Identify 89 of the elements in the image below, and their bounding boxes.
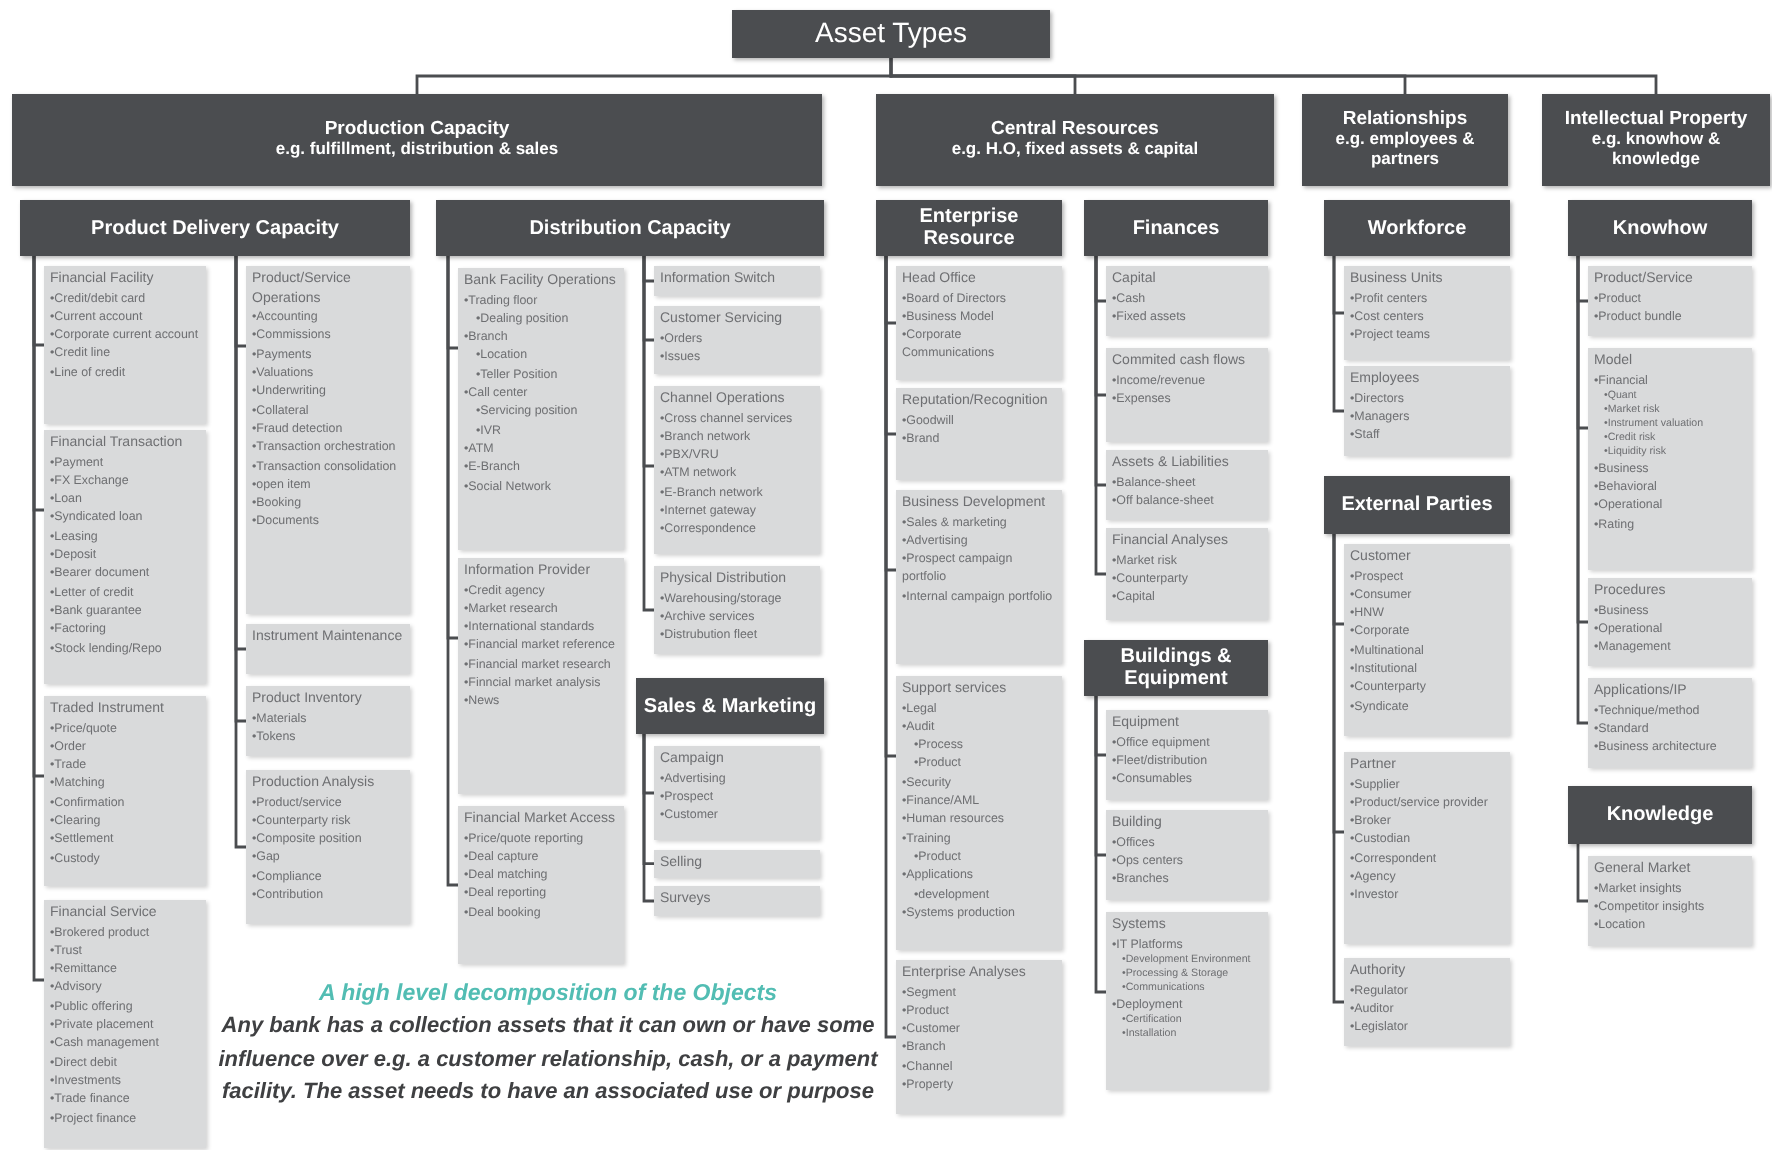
asset-card bbox=[1588, 266, 1752, 336]
connector-line bbox=[32, 256, 44, 982]
caption-heading: A high level decomposition of the Objects bbox=[316, 980, 779, 1010]
asset-card bbox=[44, 266, 206, 424]
asset-card bbox=[896, 676, 1062, 950]
asset-card bbox=[44, 430, 206, 684]
header-subtitle: e.g. fulfillment, distribution & sales bbox=[275, 140, 559, 161]
connector-line bbox=[1332, 256, 1344, 413]
asset-card bbox=[246, 266, 410, 614]
header-title: Central Resources bbox=[991, 119, 1159, 141]
asset-card bbox=[1344, 544, 1510, 736]
asset-card bbox=[654, 850, 820, 878]
asset-card bbox=[1588, 578, 1752, 666]
category-header bbox=[876, 94, 1274, 186]
header-title: Production Capacity bbox=[324, 119, 510, 141]
asset-card bbox=[246, 686, 410, 756]
header-title: Buildings & Equipment bbox=[1118, 646, 1234, 690]
category-header bbox=[1568, 200, 1752, 256]
asset-card bbox=[896, 388, 1062, 480]
connector-line bbox=[642, 256, 654, 612]
category-header bbox=[732, 10, 1050, 58]
asset-card bbox=[246, 624, 410, 674]
category-header bbox=[636, 678, 824, 734]
asset-card bbox=[458, 268, 624, 550]
connector-line bbox=[884, 256, 896, 1039]
category-header bbox=[436, 200, 824, 256]
asset-card bbox=[654, 566, 820, 654]
asset-card bbox=[458, 806, 624, 964]
asset-card bbox=[1344, 366, 1510, 456]
header-title: Knowledge bbox=[1606, 804, 1714, 826]
category-header bbox=[876, 200, 1062, 256]
asset-card bbox=[654, 746, 820, 840]
asset-card bbox=[654, 266, 820, 296]
category-header bbox=[12, 94, 822, 186]
connector-line bbox=[234, 256, 246, 849]
category-header bbox=[1084, 640, 1268, 696]
asset-card bbox=[896, 266, 1062, 380]
asset-card bbox=[1106, 266, 1268, 336]
asset-card bbox=[1106, 912, 1268, 1090]
asset-card bbox=[1106, 348, 1268, 442]
asset-card bbox=[1106, 810, 1268, 900]
asset-card bbox=[654, 386, 820, 554]
header-title: Sales & Marketing bbox=[643, 695, 817, 717]
asset-card bbox=[1588, 856, 1752, 946]
category-header bbox=[1324, 200, 1510, 256]
connector-line bbox=[1576, 256, 1588, 725]
asset-card bbox=[1588, 348, 1752, 570]
category-header bbox=[20, 200, 410, 256]
asset-card bbox=[1344, 266, 1510, 360]
asset-card bbox=[458, 558, 624, 794]
connector-line bbox=[642, 734, 654, 903]
asset-card bbox=[896, 960, 1062, 1114]
asset-card bbox=[44, 900, 206, 1148]
category-header bbox=[1568, 786, 1752, 844]
asset-card bbox=[44, 696, 206, 886]
header-subtitle: e.g. employees & partners bbox=[1333, 130, 1477, 170]
category-header bbox=[1302, 94, 1508, 186]
header-title: Knowhow bbox=[1612, 217, 1708, 239]
category-header bbox=[1084, 200, 1268, 256]
asset-card bbox=[1588, 678, 1752, 768]
asset-card bbox=[1106, 528, 1268, 620]
header-title: Finances bbox=[1132, 217, 1220, 239]
connector-line bbox=[1094, 256, 1106, 576]
asset-card bbox=[654, 306, 820, 374]
header-title: Asset Types bbox=[814, 18, 967, 50]
header-subtitle: e.g. knowhow & knowledge bbox=[1589, 130, 1723, 170]
category-header bbox=[1324, 476, 1510, 534]
category-header bbox=[1542, 94, 1770, 186]
connector-line bbox=[1094, 696, 1106, 994]
asset-card bbox=[1106, 710, 1268, 800]
asset-card bbox=[1344, 958, 1510, 1046]
connector-line bbox=[1576, 844, 1588, 903]
asset-card bbox=[246, 770, 410, 924]
asset-card bbox=[896, 490, 1062, 664]
header-title: External Parties bbox=[1341, 494, 1493, 516]
connector-line bbox=[446, 256, 458, 887]
connector-line bbox=[889, 58, 1658, 94]
header-title: Workforce bbox=[1367, 217, 1467, 239]
header-title: Product Delivery Capacity bbox=[91, 217, 339, 239]
asset-card bbox=[1106, 450, 1268, 520]
header-title: Enterprise Resource bbox=[917, 206, 1021, 250]
header-title: Distribution Capacity bbox=[529, 217, 731, 239]
connector-line bbox=[1332, 534, 1344, 1004]
header-subtitle: e.g. H.O, fixed assets & capital bbox=[951, 140, 1199, 161]
asset-card bbox=[1344, 752, 1510, 944]
asset-card bbox=[654, 886, 820, 916]
header-title: Relationships bbox=[1342, 110, 1468, 131]
header-title: Intellectual Property bbox=[1564, 110, 1748, 131]
caption-text: Any bank has a collection assets that it can own or have some influence over e.g. a customer relationship, cash, or a payment facility. The asset needs to have an associated use or purpose bbox=[216, 1012, 880, 1108]
